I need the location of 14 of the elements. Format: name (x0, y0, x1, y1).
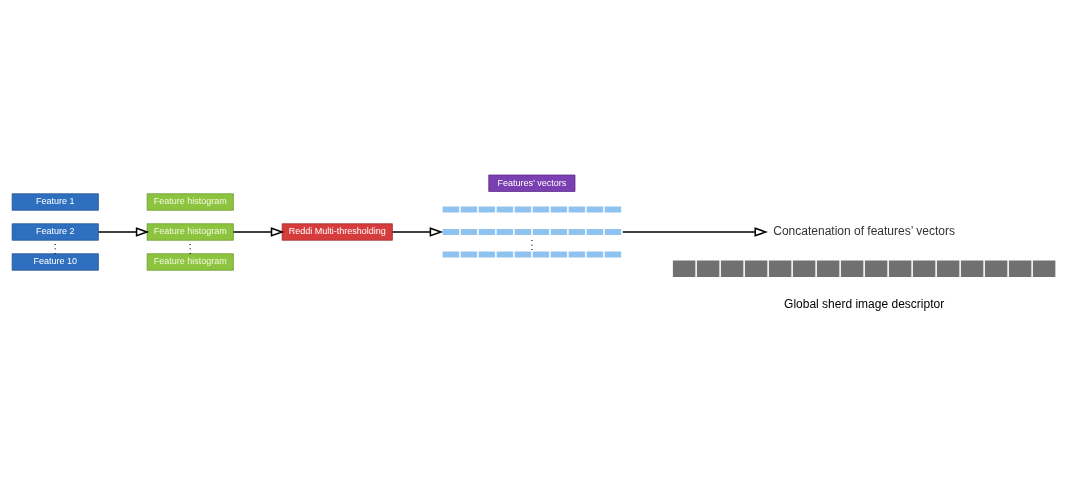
node-box: Feature histogram (146, 222, 234, 241)
arrow (622, 226, 768, 237)
node-box: Feature histogram (146, 192, 234, 211)
arrow (232, 226, 285, 237)
node-text: Concatenation of features’ vectors (773, 223, 955, 238)
node-box: Feature histogram (146, 252, 234, 271)
node-box: Feature 1 (11, 192, 99, 211)
node-box: Reddi Multi-thresholding (281, 222, 393, 241)
arrow (391, 226, 444, 237)
node-label: Global sherd image descriptor (784, 296, 945, 311)
node-box: Feature 10 (11, 252, 99, 271)
node-box: Feature 2 (11, 222, 99, 241)
arrow (97, 226, 150, 237)
node-box: Features’ vectors (488, 174, 576, 192)
